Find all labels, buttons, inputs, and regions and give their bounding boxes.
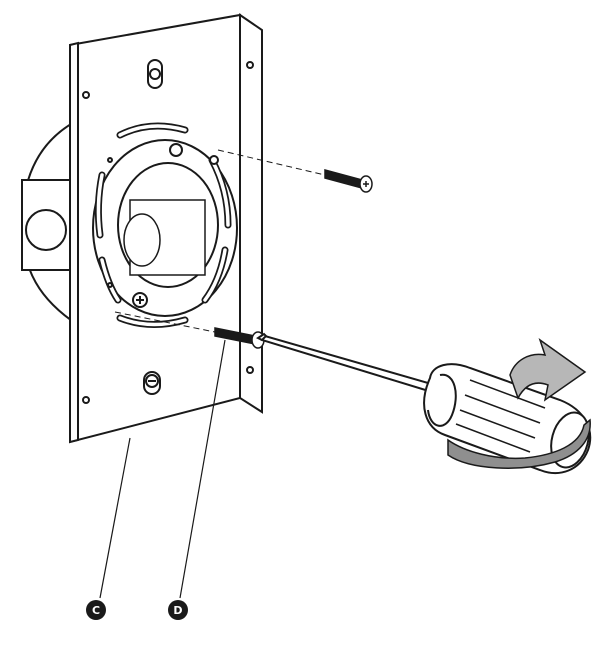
callout-c-label: C bbox=[92, 604, 100, 617]
callout-d-label: D bbox=[173, 604, 182, 617]
upper-screw bbox=[324, 169, 373, 193]
plate-flange bbox=[239, 13, 263, 414]
mounting-plate bbox=[69, 13, 241, 444]
leader-lines bbox=[99, 339, 226, 599]
callout-c: C bbox=[86, 600, 106, 620]
guide-lines bbox=[114, 149, 326, 333]
clockwise-rotation-arrow-icon bbox=[447, 338, 591, 469]
callout-d: D bbox=[168, 600, 188, 620]
junction-box bbox=[20, 118, 79, 327]
